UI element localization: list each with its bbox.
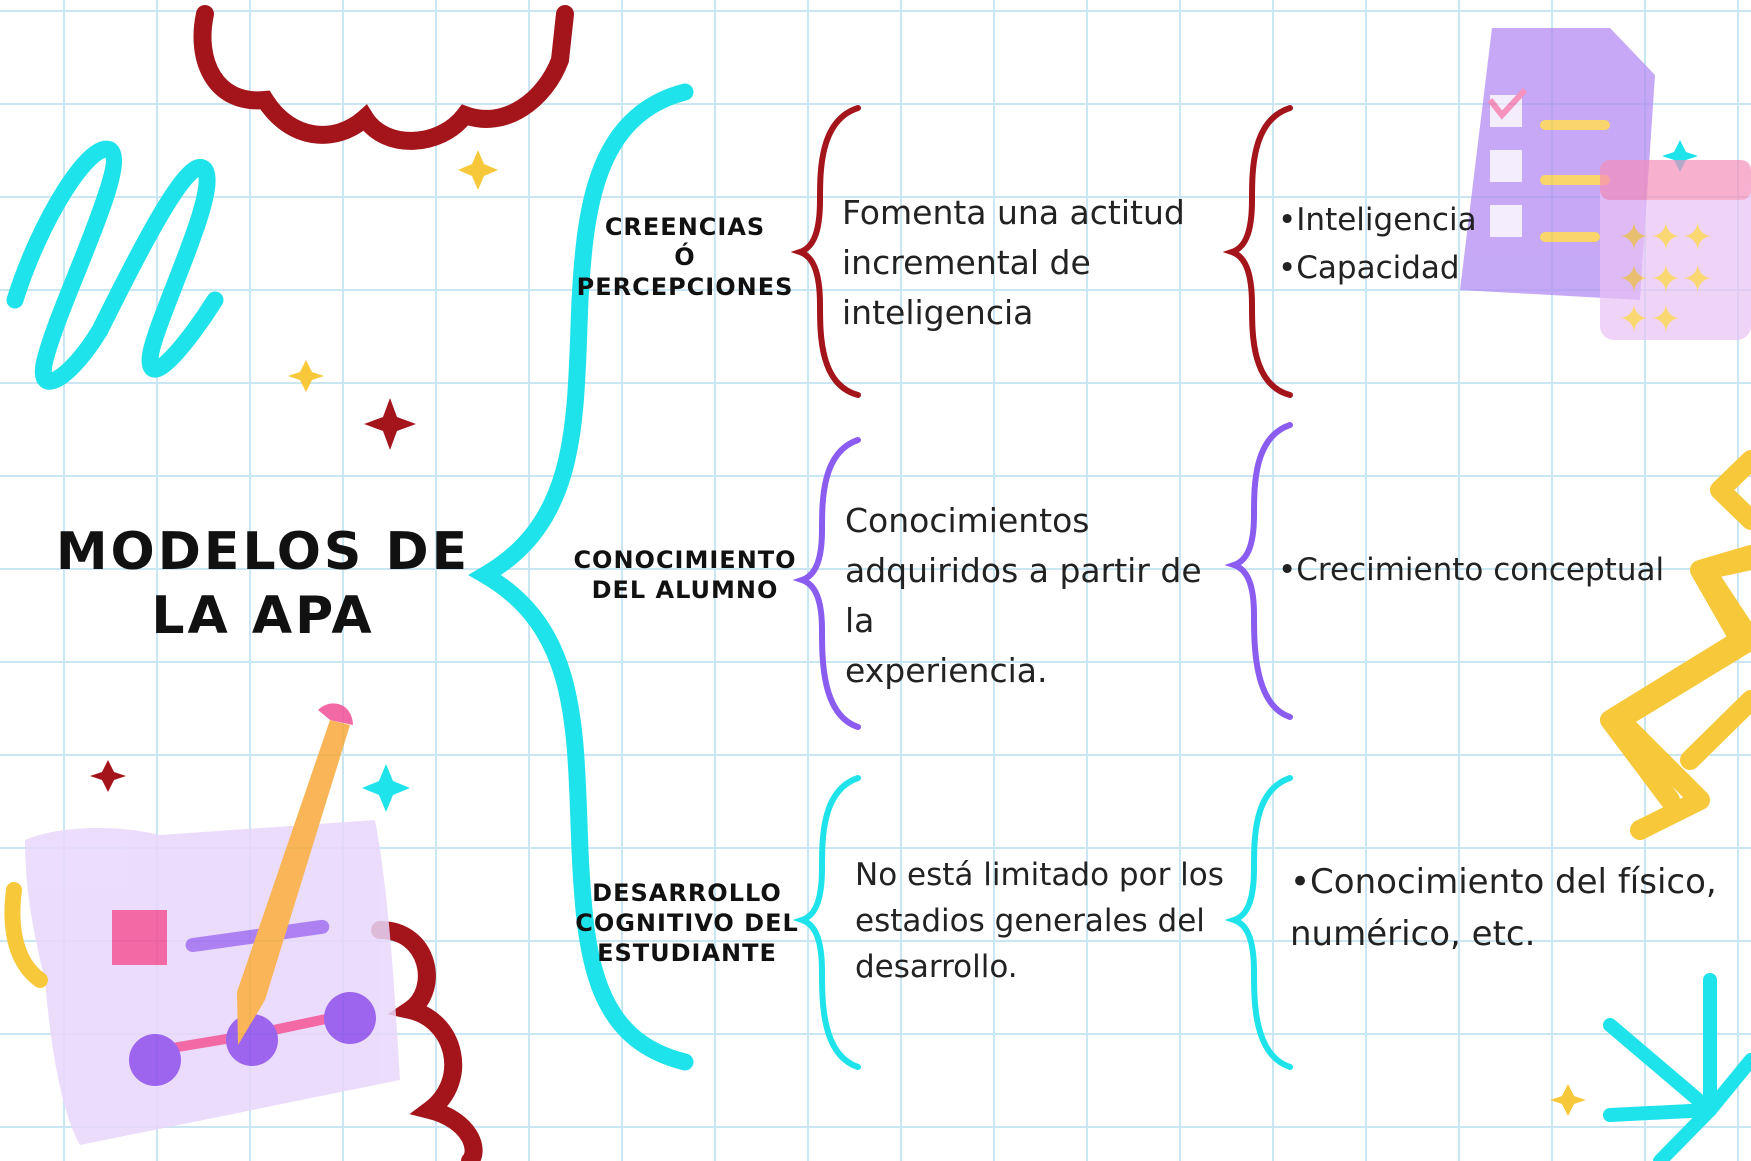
description-desarrollo: No está limitado por los estadios genera… (855, 852, 1235, 990)
bullets-text: •Conocimiento del físico, numérico, etc. (1290, 862, 1717, 954)
svg-text:✦✦✦: ✦✦✦ (1618, 215, 1714, 259)
sparkle-star (90, 760, 126, 792)
category-label: CREENCIAS Ó PERCEPCIONES (576, 213, 794, 301)
yellow-zigzag-main (1600, 545, 1751, 810)
brace-description-1 (790, 105, 861, 398)
sparkle-star (1662, 140, 1698, 172)
category-desarrollo: DESARROLLO COGNITIVO DEL ESTUDIANTE (572, 878, 802, 968)
bullets-conocimiento: •Crecimiento conceptual (1278, 546, 1664, 594)
category-label: CONOCIMIENTO DEL ALUMNO (573, 546, 797, 604)
brace-description-3 (792, 775, 861, 1070)
description-creencias: Fomenta una actitud incremental de intel… (842, 188, 1222, 338)
sparkle-star (288, 360, 324, 392)
calendar-icon: ✦✦✦ ✦✦✦ ✦✦ (1600, 160, 1751, 341)
brace-description-2 (792, 437, 861, 730)
diagram-title: MODELOS DE LA APA (55, 522, 471, 646)
sparkle-star (458, 150, 498, 190)
description-text: Conocimientos adquiridos a partir de la … (845, 501, 1202, 690)
sparkle-star (1550, 1084, 1586, 1116)
sparkle-star (364, 398, 416, 450)
cloud-scribble-bottom (371, 921, 483, 1161)
brace-bullets-2 (1224, 422, 1293, 720)
description-conocimiento: Conocimientos adquiridos a partir de la … (845, 496, 1225, 696)
brace-bullets-3 (1224, 775, 1293, 1070)
category-conocimiento: CONOCIMIENTO DEL ALUMNO (570, 545, 800, 605)
svg-text:✦✦✦: ✦✦✦ (1618, 257, 1714, 301)
cloud-scribble (193, 5, 574, 150)
bullets-text: •Crecimiento conceptual (1278, 552, 1665, 588)
description-text: No está limitado por los estadios genera… (855, 857, 1224, 985)
category-label: DESARROLLO COGNITIVO DEL ESTUDIANTE (575, 879, 799, 967)
cyan-zigzag-scribble (6, 140, 224, 390)
cyan-starburst (1603, 973, 1751, 1161)
bullets-creencias: •Inteligencia •Capacidad (1278, 196, 1477, 292)
description-text: Fomenta una actitud incremental de intel… (842, 193, 1185, 332)
category-creencias: CREENCIAS Ó PERCEPCIONES (570, 212, 800, 302)
main-brace (468, 83, 694, 1071)
svg-text:✦✦: ✦✦ (1618, 297, 1682, 341)
bullets-text: •Inteligencia •Capacidad (1278, 202, 1477, 286)
sparkle-star (362, 764, 410, 812)
brace-bullets-1 (1222, 105, 1293, 398)
pencil-drawing-icon (25, 703, 400, 1145)
yellow-arc (4, 882, 48, 988)
bullets-desarrollo: •Conocimiento del físico, numérico, etc. (1290, 856, 1717, 960)
